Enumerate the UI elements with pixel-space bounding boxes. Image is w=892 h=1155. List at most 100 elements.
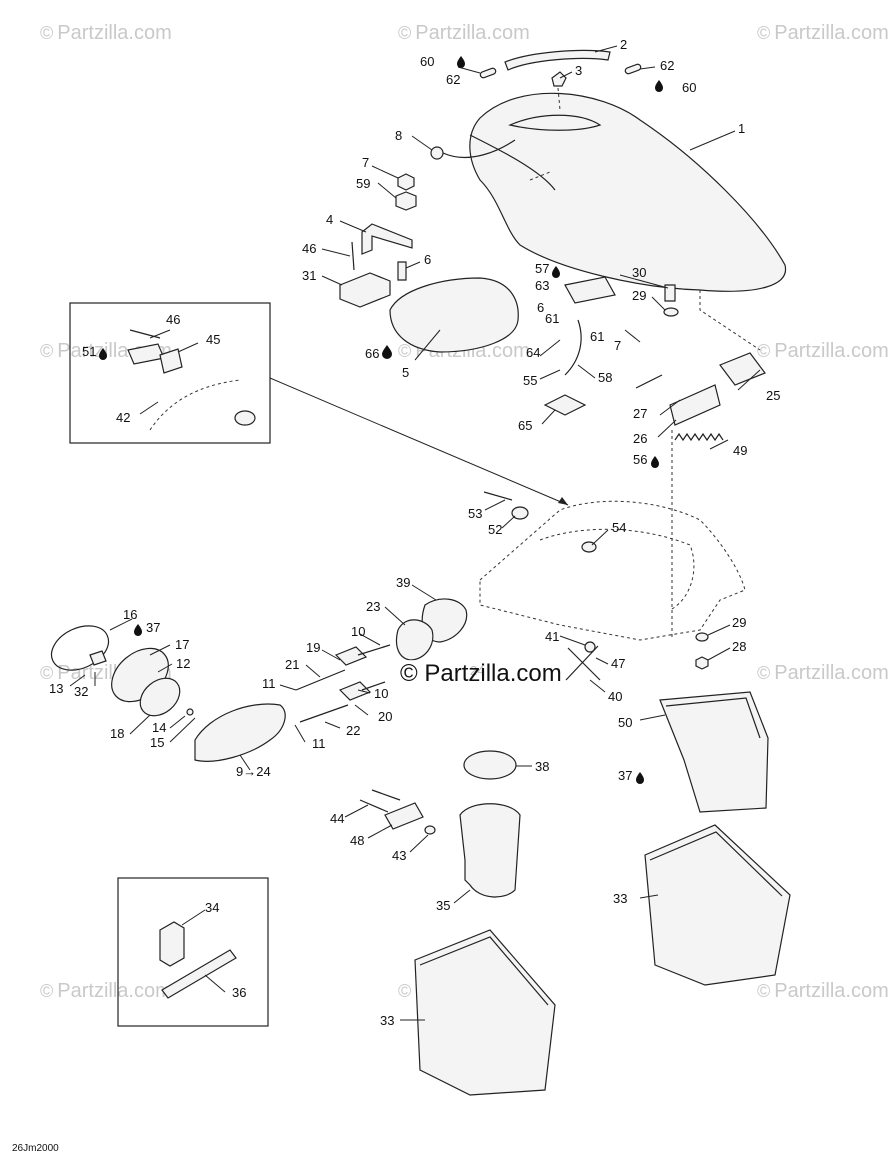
label-59: 59 [356, 176, 370, 191]
label-29-bottom: 29 [732, 615, 746, 630]
oil-drop-icon [636, 772, 644, 784]
tool-rod-36 [161, 949, 237, 999]
part-bin-33-left-rim [419, 936, 549, 1006]
label-25: 25 [766, 388, 780, 403]
label-35: 35 [436, 898, 450, 913]
label-62-right: 62 [660, 58, 674, 73]
label-8: 8 [395, 128, 402, 143]
inset-bolt-46 [129, 329, 161, 339]
part-pad-65 [543, 394, 587, 416]
label-18: 18 [110, 726, 124, 741]
part-screw-10-upper [357, 644, 391, 656]
label-60-left: 60 [420, 54, 434, 69]
label-1: 1 [738, 121, 745, 136]
label-41: 41 [545, 629, 559, 644]
inset-hull-dash [149, 379, 241, 431]
label-43: 43 [392, 848, 406, 863]
label-53: 53 [468, 506, 482, 521]
watermark-mid-right: ©Partzilla.com [757, 340, 889, 362]
label-7-top: 7 [362, 155, 369, 170]
label-23: 23 [366, 599, 380, 614]
label-46-top: 46 [302, 241, 316, 256]
part-plug-8 [430, 139, 516, 160]
label-19: 19 [306, 640, 320, 655]
label-31: 31 [302, 268, 316, 283]
part-washer-29 [663, 307, 679, 317]
part-bolt-53 [483, 491, 513, 501]
part-bin-33-right-rim [649, 831, 783, 897]
label-64: 64 [526, 345, 540, 360]
part-washer-29b [695, 632, 709, 642]
label-36: 36 [232, 985, 246, 1000]
label-44: 44 [330, 811, 344, 826]
label-33-left: 33 [380, 1013, 394, 1028]
label-60-right: 60 [682, 80, 696, 95]
label-37-right: 37 [618, 768, 632, 783]
part-gasket-16 [50, 625, 110, 671]
label-22: 22 [346, 723, 360, 738]
label-21: 21 [285, 657, 299, 672]
part-nut-59 [395, 191, 417, 211]
hull-inner [539, 528, 695, 611]
part-rivet-46 [351, 241, 355, 271]
part-bolt-21 [295, 669, 346, 691]
label-2: 2 [620, 37, 627, 52]
part-flange-18 [139, 677, 181, 717]
label-38: 38 [535, 759, 549, 774]
label-32: 32 [74, 684, 88, 699]
label-49: 49 [733, 443, 747, 458]
inset-box-42 [69, 302, 271, 444]
label-46-inset: 46 [166, 312, 180, 327]
part-spring-49 [674, 432, 724, 442]
part-nut-14 [186, 708, 194, 716]
oil-drop-icon [552, 266, 560, 278]
label-50: 50 [618, 715, 632, 730]
part-bolt-6 [397, 261, 407, 281]
inset-plate-45 [159, 348, 183, 374]
label-37-left: 37 [146, 620, 160, 635]
label-55: 55 [523, 373, 537, 388]
label-33-right: 33 [613, 891, 627, 906]
part-bolt-22 [299, 704, 349, 723]
label-58: 58 [598, 370, 612, 385]
label-51: 51 [82, 344, 96, 359]
label-14: 14 [152, 720, 166, 735]
oil-drop-icon [382, 345, 392, 359]
label-28: 28 [732, 639, 746, 654]
label-27: 27 [633, 406, 647, 421]
part-spacer-52 [511, 506, 529, 520]
part-pin-62-left [479, 67, 497, 79]
label-17: 17 [175, 637, 189, 652]
label-57: 57 [535, 261, 549, 276]
label-11-bottom: 11 [312, 736, 326, 751]
part-hinge-25 [719, 352, 766, 386]
label-10-top: 10 [351, 624, 365, 639]
part-bracket-19 [334, 646, 368, 666]
label-16: 16 [123, 607, 137, 622]
label-47: 47 [611, 656, 625, 671]
oil-drop-icon [134, 624, 142, 636]
label-34: 34 [205, 900, 219, 915]
watermark-bottom-left: ©Partzilla.com [40, 980, 172, 1002]
label-4: 4 [326, 212, 333, 227]
part-vent-23 [395, 619, 434, 661]
oil-drop-icon [457, 56, 465, 68]
watermark-low-right: ©Partzilla.com [757, 662, 889, 684]
part-screw-30 [664, 284, 676, 302]
part-bin-50-rim [665, 697, 761, 739]
label-61-right: 61 [590, 329, 604, 344]
center-watermark: © Partzilla.com [398, 660, 564, 688]
part-latch-31 [339, 272, 391, 308]
part-nut-7 [397, 173, 415, 191]
label-10-bottom: 10 [374, 686, 388, 701]
label-39: 39 [396, 575, 410, 590]
part-strip [504, 49, 611, 71]
part-holder-35 [459, 803, 521, 898]
arrow-head [558, 497, 568, 505]
inset-tool-box [117, 877, 269, 1027]
part-nut-28 [695, 656, 709, 670]
part-bracket-20 [338, 681, 372, 701]
tool-wrench-34 [159, 921, 185, 967]
